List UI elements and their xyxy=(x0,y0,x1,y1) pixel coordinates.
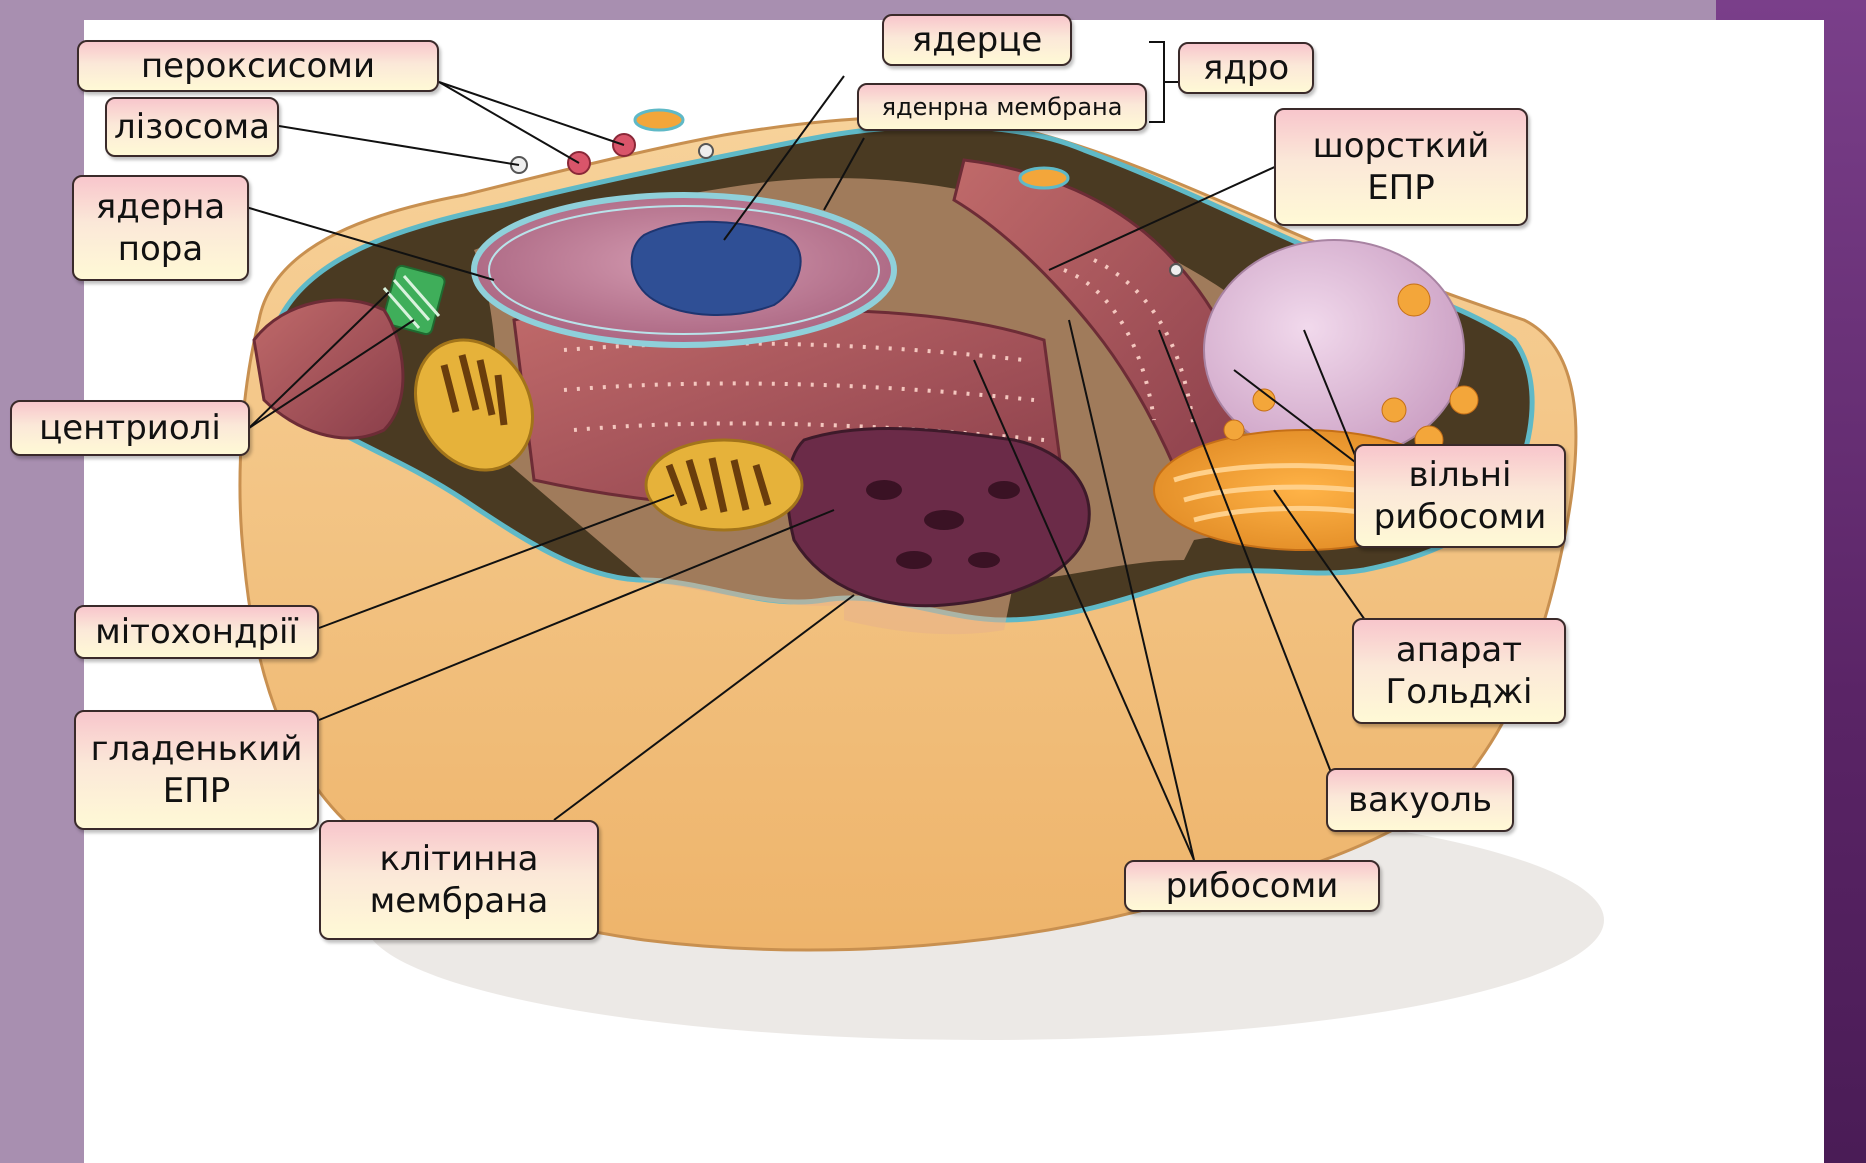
diagram-panel: пероксисоми лізосома ядерна пора центрио… xyxy=(84,20,1824,1163)
vesicle-right xyxy=(1020,168,1068,188)
label-mitochondria: мітохондрії xyxy=(74,605,319,659)
label-nucleolus: ядерце xyxy=(882,14,1072,66)
label-ribosomes: рибосоми xyxy=(1124,860,1380,912)
label-vacuole: вакуоль xyxy=(1326,768,1514,832)
label-rough-er: шорсткий ЕПР xyxy=(1274,108,1528,226)
label-peroxisomes: пероксисоми xyxy=(77,40,439,92)
nucleolus xyxy=(632,222,801,315)
label-free-ribosomes: вільні рибосоми xyxy=(1354,444,1566,548)
label-lysosome: лізосома xyxy=(105,97,279,157)
label-nuclear-pore: ядерна пора xyxy=(72,175,249,281)
label-golgi: апарат Гольджі xyxy=(1352,618,1566,724)
label-nucleus: ядро xyxy=(1178,42,1314,94)
vesicle-2 xyxy=(1170,264,1182,276)
label-cell-membrane: клітинна мембрана xyxy=(319,820,599,940)
vesicle xyxy=(699,144,713,158)
mitochondrion-center xyxy=(646,440,802,530)
label-nuclear-membrane: яденрна мембрана xyxy=(857,83,1147,131)
label-centrioles: центриолі xyxy=(10,400,250,456)
label-smooth-er: гладенький ЕПР xyxy=(74,710,319,830)
leader-lysosome xyxy=(279,126,519,165)
cell-illustration xyxy=(84,20,1824,1163)
bracket-nucleus xyxy=(1149,42,1164,122)
vesicle-top xyxy=(635,110,683,130)
